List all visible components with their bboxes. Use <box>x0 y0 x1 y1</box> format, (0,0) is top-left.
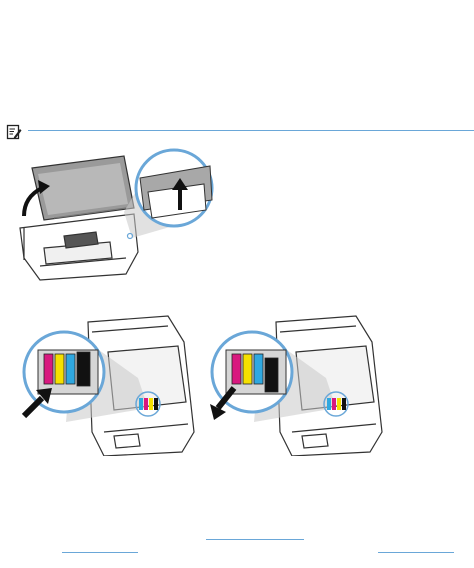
printer-body <box>275 315 383 456</box>
zoom-callout <box>124 148 214 238</box>
footer-link-center[interactable] <box>206 539 304 540</box>
black-cartridge <box>76 351 91 387</box>
remove-cartridge-illustration <box>210 315 383 456</box>
insert-arrow <box>21 388 52 419</box>
printer-body <box>19 155 139 281</box>
yellow-cartridge <box>54 353 65 385</box>
note-divider <box>28 130 474 131</box>
lift-arrow-left <box>22 180 50 217</box>
magenta-cartridge <box>43 353 54 385</box>
small-cartridge-group <box>323 391 349 417</box>
yellow-cartridge <box>242 353 253 385</box>
cyan-cartridge <box>65 353 76 385</box>
magenta-cartridge <box>231 353 242 385</box>
insert-cartridge-illustration <box>21 315 195 456</box>
printer-lid-open-illustration <box>19 148 214 281</box>
note-icon <box>6 124 22 140</box>
black-cartridge <box>264 357 279 393</box>
cyan-cartridge <box>253 353 264 385</box>
remove-arrow <box>210 386 237 420</box>
small-cartridge-group <box>135 391 161 417</box>
note-row <box>6 124 474 140</box>
footer-link-right[interactable] <box>378 552 454 553</box>
cartridge-bay-zoom <box>225 349 287 395</box>
footer-link-left[interactable] <box>62 552 138 553</box>
callout-anchor <box>126 232 134 240</box>
cartridge-bay-zoom <box>37 349 99 395</box>
